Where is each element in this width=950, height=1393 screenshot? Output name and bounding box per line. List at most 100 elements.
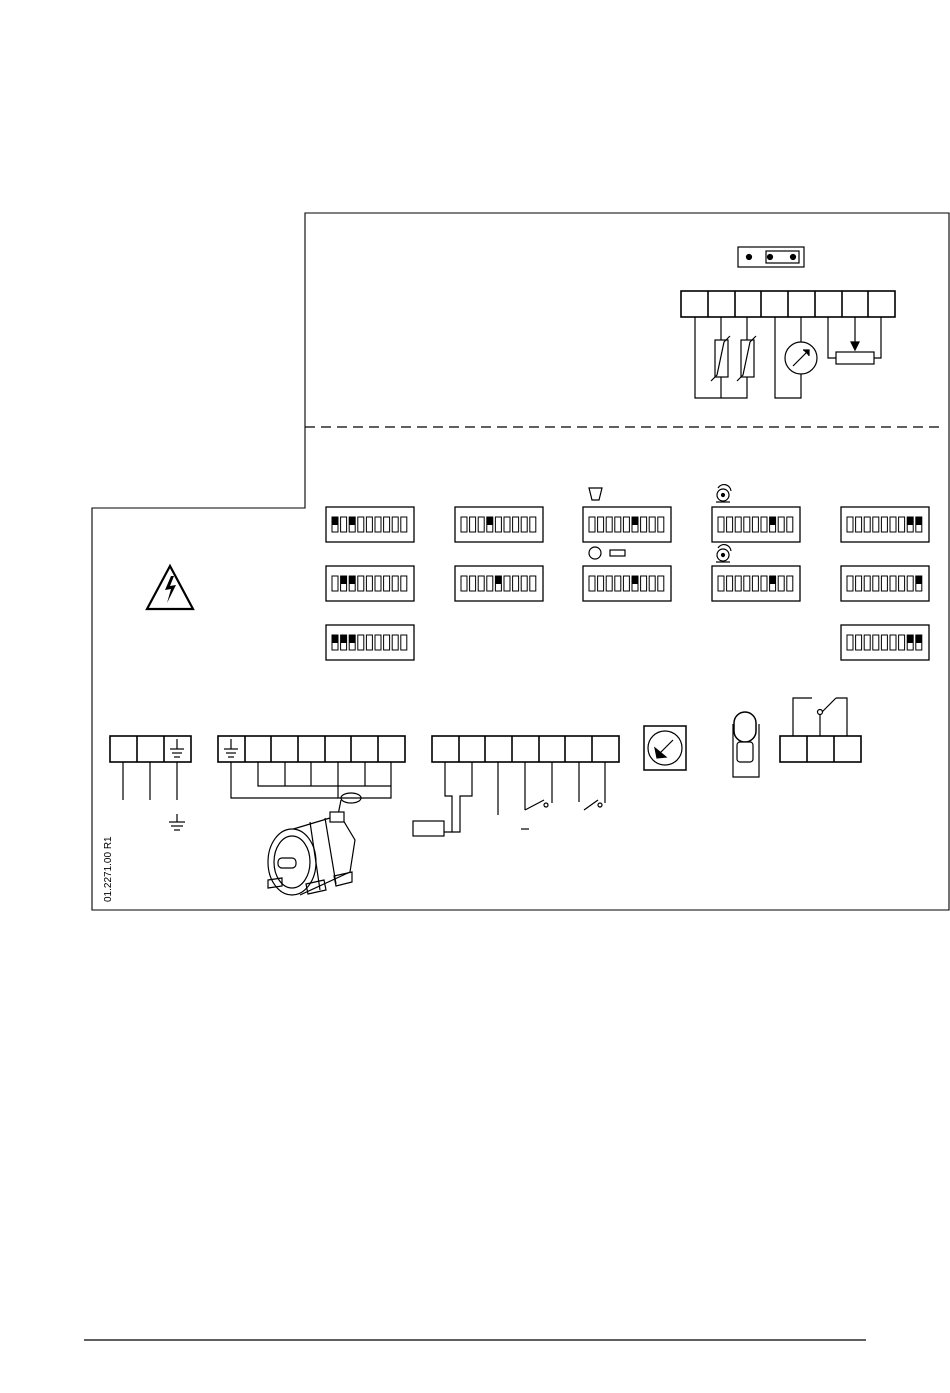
dip-lever-on [916,517,922,525]
dial-gauge-icon [644,726,686,770]
dip-position [521,517,527,532]
dip-position [375,576,381,591]
dip-position [847,635,853,650]
dip-position [384,576,390,591]
dip-position [649,517,655,532]
ground-icon [170,739,184,757]
dip-position [761,576,767,591]
dip-position [513,576,519,591]
dip-lever-on [632,576,638,584]
sensor-box [413,821,444,836]
dip-position [778,517,784,532]
dip-lever-on [341,635,347,643]
dip-position [358,635,364,650]
dip-position [375,635,381,650]
dip-position [641,517,647,532]
dip-lever-on [349,517,355,525]
dip-switch-7 [455,566,543,601]
dip-position [761,517,767,532]
dip-position [744,517,750,532]
dip-switch-9 [712,566,800,601]
dip-position [461,576,467,591]
high-voltage-warning-icon [147,566,193,609]
dip-position [899,576,905,591]
dip-lever-on [341,576,347,584]
dip-switch-3 [583,507,671,542]
dip-position [881,576,887,591]
dip-lever-on [332,635,338,643]
dip-lever-on [495,576,501,584]
dip-position [598,576,604,591]
circle-rect-icon [589,547,625,559]
dip-position [358,576,364,591]
dip-position [598,517,604,532]
dip-position [487,576,493,591]
dip-position [881,517,887,532]
dip-position [649,576,655,591]
dip-position [873,576,879,591]
dip-position [513,517,519,532]
terminal-block-sensors [432,736,619,762]
dip-position [589,517,595,532]
dip-position [615,517,621,532]
electric-motor-icon [268,812,355,895]
dip-position [864,635,870,650]
dip-lever-on [770,576,776,584]
dip-position [641,576,647,591]
dip-lever-on [770,517,776,525]
dip-position [341,517,347,532]
dip-position [907,576,913,591]
dip-position [606,576,612,591]
dip-position [864,517,870,532]
dip-position [718,576,724,591]
dip-position [752,576,758,591]
dip-lever-on [907,635,913,643]
dip-position [461,517,467,532]
dip-position [623,576,629,591]
dip-position [392,517,398,532]
dip-position [530,576,536,591]
dip-position [521,576,527,591]
pump-icon-top [716,485,731,502]
dip-position [658,576,664,591]
dip-position [787,576,793,591]
dip-position [615,576,621,591]
dip-position [470,517,476,532]
dip-position [735,576,741,591]
terminal-block-upper [681,291,895,317]
dip-switch-5 [841,507,929,542]
dip-lever-on [632,517,638,525]
dip-position [375,517,381,532]
dip-position [384,517,390,532]
dip-position [856,517,862,532]
dip-position [658,517,664,532]
key-switch-icon [733,712,759,777]
dip-position [727,517,733,532]
dip-position [366,635,372,650]
dip-position [778,576,784,591]
terminal-block-relay [780,736,861,762]
dip-switch-10 [841,566,929,601]
dip-switch-1 [326,507,414,542]
dip-lever-on [916,635,922,643]
dip-position [384,635,390,650]
dip-position [366,576,372,591]
ground-icon [224,739,238,757]
dip-position [470,576,476,591]
relay-contact-icon [793,698,847,736]
dip-position [623,517,629,532]
switch-contact-2 [579,762,605,810]
dip-switch-11 [326,625,414,660]
dip-position [401,576,407,591]
dip-position [890,635,896,650]
dip-position [478,576,484,591]
terminal-block-motor [218,736,405,762]
dip-lever-on [349,635,355,643]
dip-switch-2 [455,507,543,542]
dip-position [890,576,896,591]
dip-position [873,517,879,532]
dip-position [606,517,612,532]
dip-position [864,576,870,591]
dip-position [392,635,398,650]
